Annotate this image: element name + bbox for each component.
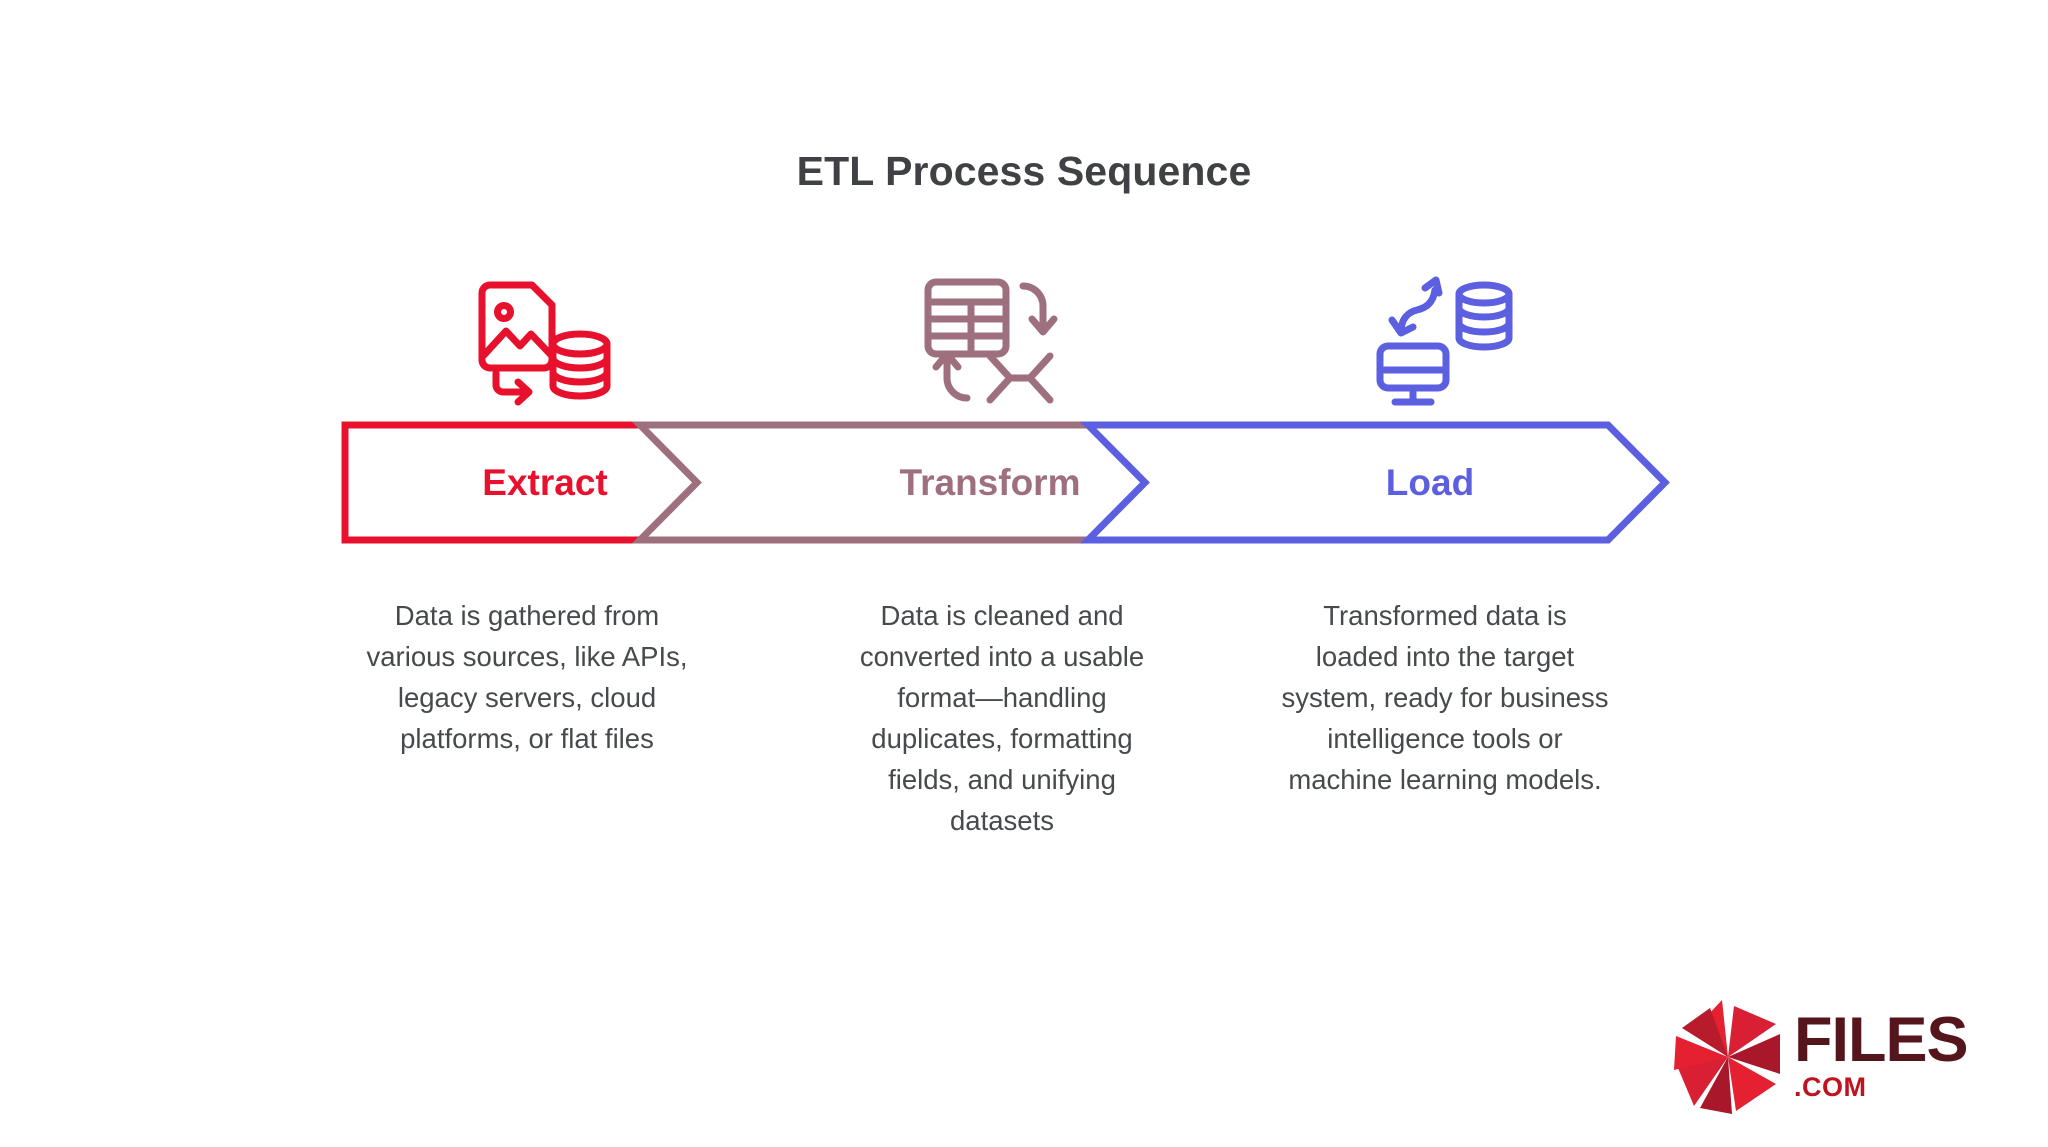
load-icon-group bbox=[1350, 272, 1550, 412]
files-dot-com-logo[interactable]: FILES .COM bbox=[1672, 998, 2022, 1126]
pinwheel-logo-icon bbox=[1674, 1000, 1780, 1114]
x-cross-icon bbox=[986, 352, 1054, 404]
transform-label: Transform bbox=[899, 461, 1081, 503]
extract-icon bbox=[478, 281, 611, 406]
chevron-shapes bbox=[341, 421, 1670, 544]
database-icon bbox=[1455, 281, 1513, 351]
arrow-right-down-icon bbox=[492, 369, 533, 406]
curved-arrow-down-icon bbox=[1019, 282, 1058, 336]
logo-tld: .COM bbox=[1794, 1072, 1867, 1102]
stage-icon-row bbox=[350, 272, 1670, 412]
image-file-icon bbox=[478, 281, 556, 372]
logo-wordmark-group: FILES .COM bbox=[1794, 1005, 2024, 1103]
stage-chevron-band: Extract Transform Load bbox=[340, 420, 1680, 545]
page-title: ETL Process Sequence bbox=[796, 148, 1252, 194]
curved-arrow-up-icon bbox=[932, 350, 971, 402]
load-description: Transformed data is loaded into the targ… bbox=[1281, 600, 1609, 795]
bidirectional-arrow-icon bbox=[1388, 276, 1443, 337]
table-grid-icon bbox=[924, 278, 1010, 358]
extract-description: Data is gathered from various sources, l… bbox=[366, 600, 688, 754]
logo-wordmark: FILES bbox=[1794, 1005, 1969, 1075]
transform-icon-group bbox=[895, 272, 1095, 412]
load-icon bbox=[1376, 276, 1513, 406]
stage-descriptions: Data is gathered from various sources, l… bbox=[340, 595, 1680, 895]
load-label: Load bbox=[1385, 461, 1475, 503]
transform-description: Data is cleaned and converted into a usa… bbox=[859, 600, 1145, 836]
extract-label: Extract bbox=[482, 461, 608, 503]
monitor-icon bbox=[1376, 342, 1450, 406]
database-icon bbox=[549, 330, 611, 400]
load-chevron[interactable] bbox=[1079, 421, 1670, 544]
transform-icon bbox=[924, 278, 1058, 404]
extract-icon-group bbox=[450, 272, 650, 412]
